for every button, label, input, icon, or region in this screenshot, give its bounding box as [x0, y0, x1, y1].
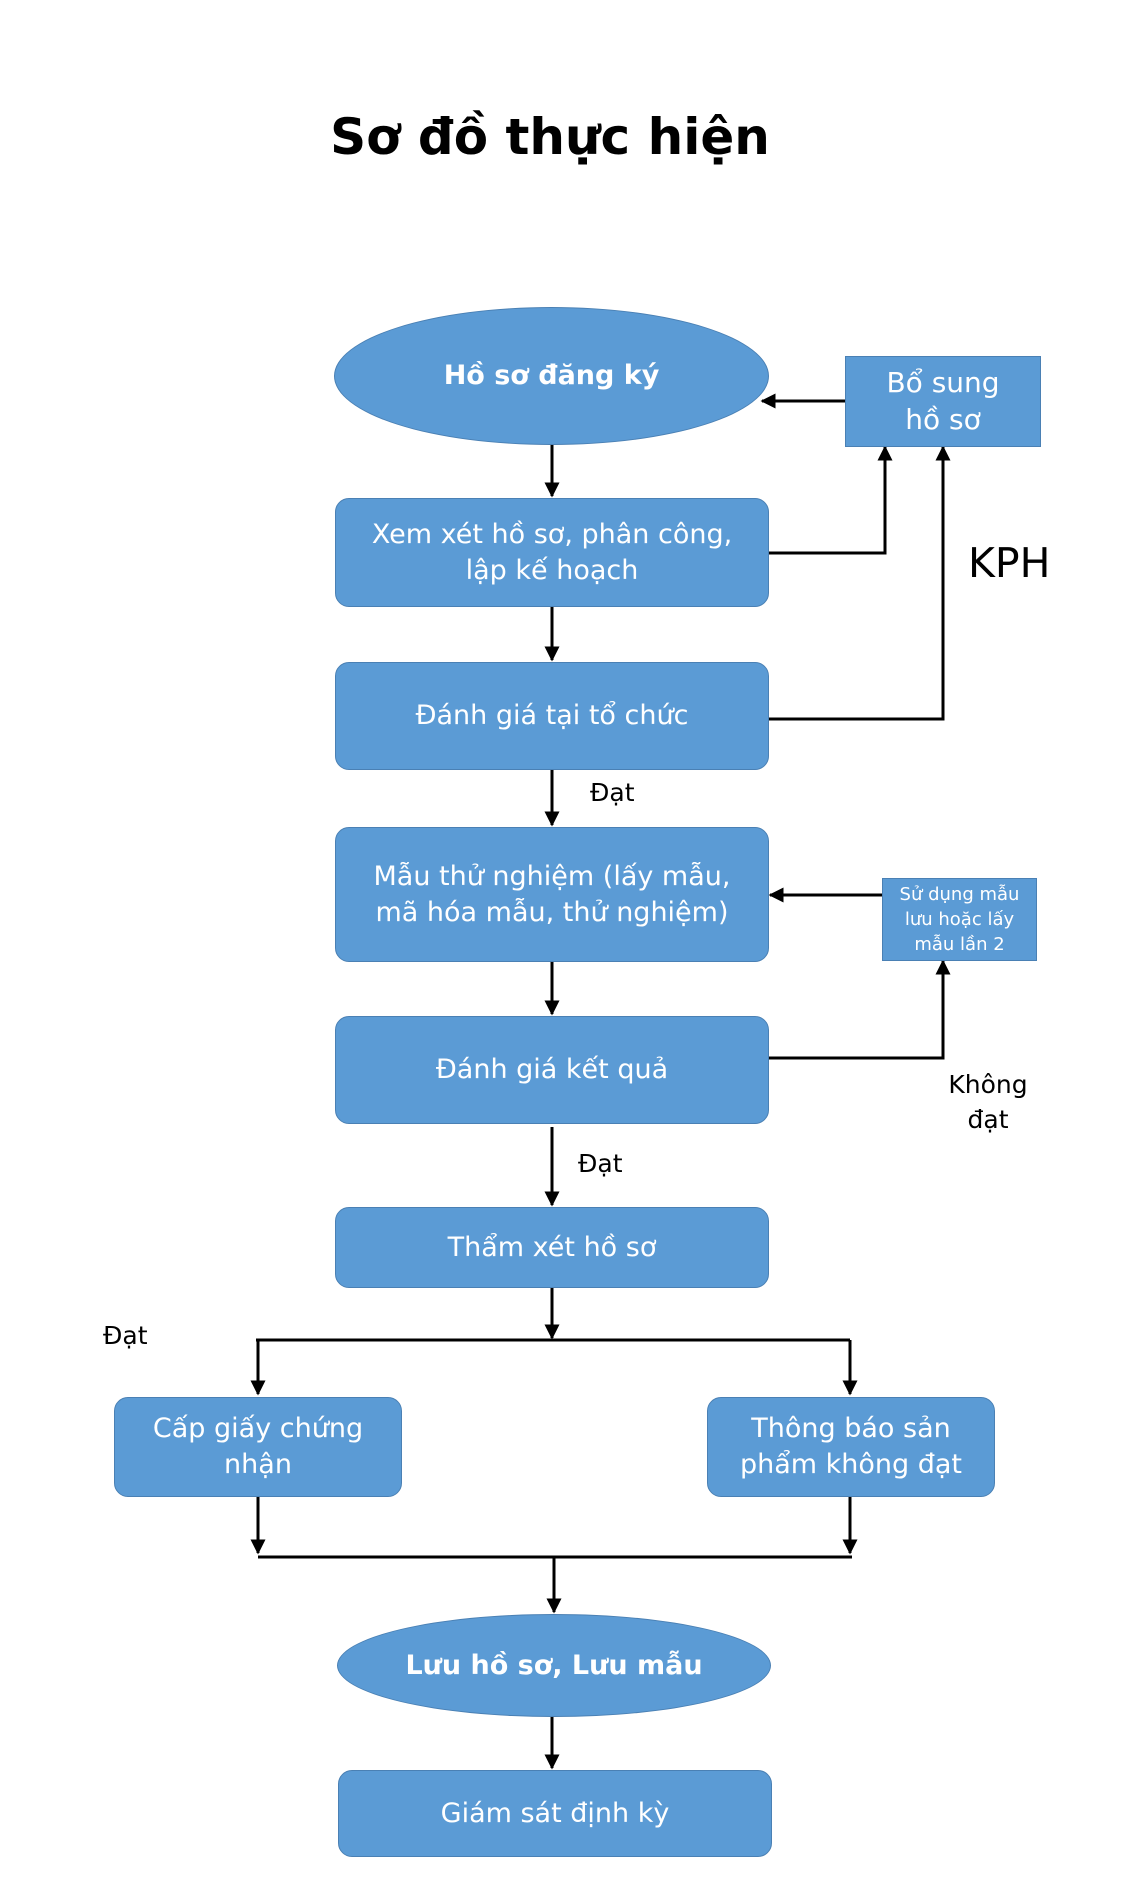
label-kph: KPH [968, 539, 1051, 587]
label-dat-branch: Đạt [103, 1321, 148, 1350]
node-bo-sung-ho-so: Bổ sung hồ sơ [845, 356, 1041, 447]
node-tham-xet-ho-so: Thẩm xét hồ sơ [335, 1207, 769, 1288]
arrow-review-to-supplement [769, 445, 893, 555]
label-dat-result: Đạt [578, 1149, 623, 1178]
node-xem-xet-ho-so: Xem xét hồ sơ, phân công, lập kế hoạch [335, 498, 769, 607]
node-ho-so-dang-ky: Hồ sơ đăng ký [334, 307, 769, 445]
node-danh-gia-ket-qua: Đánh giá kết quả [335, 1016, 769, 1124]
node-danh-gia-tai-to-chuc: Đánh giá tại tổ chức [335, 662, 769, 770]
page-title: Sơ đồ thực hiện [330, 108, 770, 166]
node-mau-thu-nghiem: Mẫu thử nghiệm (lấy mẫu, mã hóa mẫu, thử… [335, 827, 769, 962]
node-giam-sat-dinh-ky: Giám sát định kỳ [338, 1770, 772, 1857]
node-luu-ho-so: Lưu hồ sơ, Lưu mẫu [337, 1614, 771, 1717]
arrow-result-to-alternative [769, 959, 951, 1060]
node-su-dung-mau-luu: Sử dụng mẫu lưu hoặc lấy mẫu lần 2 [882, 878, 1037, 961]
label-khong-dat: Không đạt [948, 1070, 1028, 1134]
node-cap-giay-chung-nhan: Cấp giấy chứng nhận [114, 1397, 402, 1497]
node-thong-bao-khong-dat: Thông báo sản phẩm không đạt [707, 1397, 995, 1497]
label-dat-assessment: Đạt [590, 778, 635, 807]
arrow-assessment-to-supplement [769, 445, 951, 721]
